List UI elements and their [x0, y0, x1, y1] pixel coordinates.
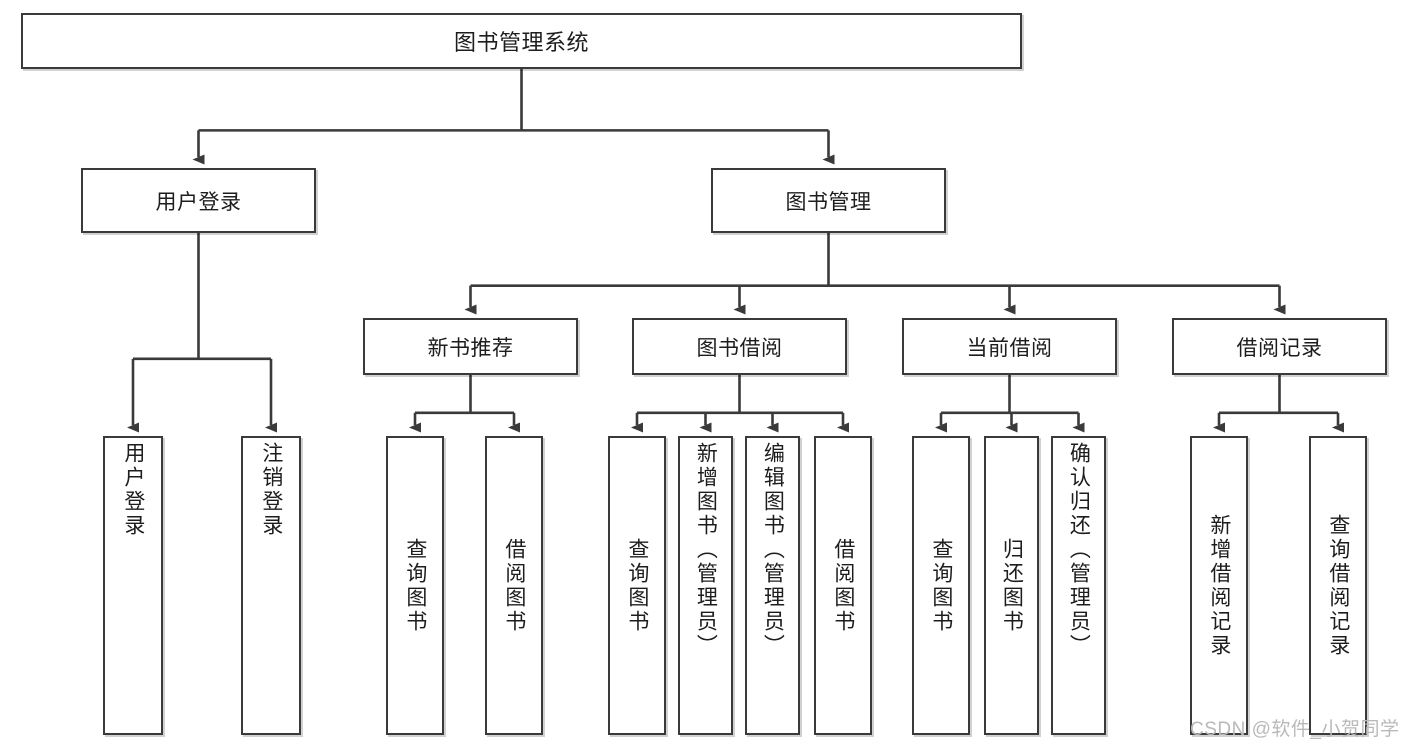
- node-leaf-query-book-2-label: 查询图书: [625, 537, 649, 634]
- node-leaf-query-book-2[interactable]: 查询图书: [608, 436, 666, 735]
- node-leaf-logout-login[interactable]: 注销登录: [241, 436, 301, 735]
- node-current-borrow-label: 当前借阅: [966, 336, 1053, 360]
- node-leaf-add-book-label: 新增图书（管理员）: [694, 442, 718, 658]
- node-book-borrow[interactable]: 图书借阅: [632, 318, 847, 375]
- node-leaf-borrow-book-1-label: 借阅图书: [502, 537, 526, 634]
- node-borrow-record-label: 借阅记录: [1236, 336, 1323, 360]
- node-root[interactable]: 图书管理系统: [21, 13, 1022, 69]
- node-leaf-borrow-book-1[interactable]: 借阅图书: [485, 436, 543, 735]
- node-new-book-recommend[interactable]: 新书推荐: [363, 318, 578, 375]
- node-book-manage-label: 图书管理: [785, 190, 872, 214]
- node-leaf-logout-login-label: 注销登录: [259, 442, 283, 538]
- node-leaf-borrow-book-2-label: 借阅图书: [831, 537, 855, 634]
- node-leaf-borrow-book-2[interactable]: 借阅图书: [814, 436, 872, 735]
- node-root-label: 图书管理系统: [453, 30, 589, 55]
- node-current-borrow[interactable]: 当前借阅: [902, 318, 1117, 375]
- node-leaf-add-borrow-record-label: 新增借阅记录: [1207, 513, 1231, 658]
- node-user-login[interactable]: 用户登录: [81, 168, 316, 233]
- node-leaf-add-borrow-record[interactable]: 新增借阅记录: [1190, 436, 1248, 735]
- node-leaf-confirm-return-label: 确认归还（管理员）: [1067, 442, 1091, 658]
- node-borrow-record[interactable]: 借阅记录: [1172, 318, 1387, 375]
- node-leaf-query-book-3[interactable]: 查询图书: [912, 436, 970, 735]
- node-leaf-edit-book-label: 编辑图书（管理员）: [761, 442, 785, 658]
- node-leaf-query-book-1-label: 查询图书: [403, 537, 427, 634]
- node-leaf-query-book-1[interactable]: 查询图书: [386, 436, 444, 735]
- node-leaf-query-borrow-record[interactable]: 查询借阅记录: [1309, 436, 1367, 735]
- node-leaf-edit-book[interactable]: 编辑图书（管理员）: [745, 436, 800, 735]
- node-leaf-add-book[interactable]: 新增图书（管理员）: [678, 436, 733, 735]
- node-leaf-confirm-return[interactable]: 确认归还（管理员）: [1051, 436, 1106, 735]
- node-leaf-query-borrow-record-label: 查询借阅记录: [1326, 513, 1350, 658]
- node-leaf-return-book-label: 归还图书: [1000, 537, 1024, 634]
- node-leaf-return-book[interactable]: 归还图书: [984, 436, 1039, 735]
- node-book-manage[interactable]: 图书管理: [711, 168, 946, 233]
- node-book-borrow-label: 图书借阅: [696, 336, 783, 360]
- watermark: CSDN @软件_小贺同学: [1190, 719, 1400, 740]
- node-user-login-label: 用户登录: [155, 190, 242, 214]
- node-leaf-query-book-3-label: 查询图书: [929, 537, 953, 634]
- node-leaf-user-login-label: 用户登录: [121, 442, 145, 538]
- node-leaf-user-login[interactable]: 用户登录: [103, 436, 163, 735]
- node-new-book-recommend-label: 新书推荐: [427, 336, 514, 360]
